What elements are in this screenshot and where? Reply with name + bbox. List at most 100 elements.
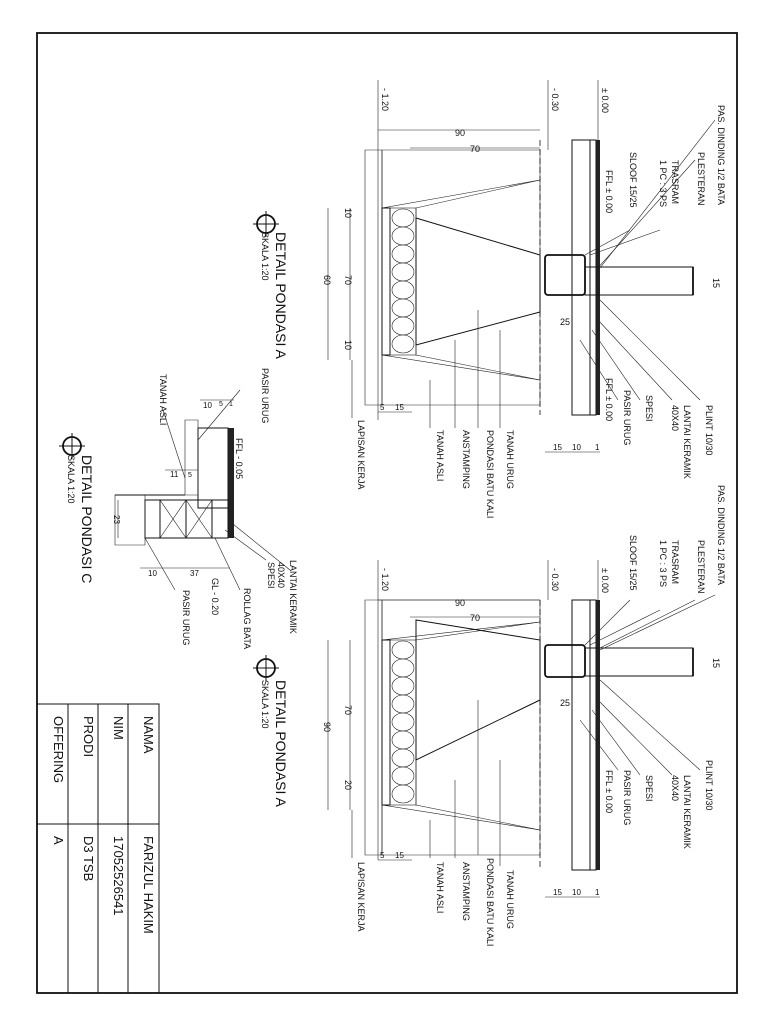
- dim-25-a1: 25: [560, 317, 570, 327]
- level-zero-a1: ± 0.00: [600, 88, 610, 113]
- label-tanah-asli-a1: TANAH ASLI: [435, 430, 445, 481]
- title-value-nim: 17052526541: [111, 836, 126, 916]
- label-plint-a2: PLINT 10/30: [704, 760, 714, 810]
- tanah-asli-hatch-upper: [381, 149, 541, 209]
- dim-5-a1: 5: [380, 403, 385, 412]
- label-plesteran-a1: PLESTERAN: [696, 152, 706, 206]
- ffl-a1-top: FFL ± 0.00: [604, 170, 614, 213]
- dim-15-a1-right: 15: [711, 278, 721, 288]
- title-detail-a2: DETAIL PONDASI A: [273, 680, 289, 807]
- label-plesteran-a2: PLESTERAN: [696, 540, 706, 594]
- title-value-prodi: D3 TSB: [81, 836, 96, 881]
- title-label-offering: OFFERING: [51, 716, 66, 783]
- detail-marker-a1: [253, 211, 279, 237]
- label-lantai-keramik-a2: LANTAI KERAMIK: [682, 775, 692, 849]
- detail-pondasi-c: 10 5 1 11 5 23 10 37 FFL - 0.05 GL - 0.2…: [59, 368, 298, 649]
- wall-dinding: [584, 266, 694, 296]
- label-trasram-a1: TRASRAM: [670, 160, 680, 204]
- detail-marker-a2: [253, 655, 279, 681]
- dim-15-a2-right: 15: [711, 658, 721, 668]
- ffl-a2: FFL ± 0.00: [604, 770, 614, 813]
- dim-5-a2: 5: [380, 851, 385, 860]
- dim-10-c-top: 10: [203, 401, 212, 410]
- dim-90-a2: 90: [455, 598, 465, 608]
- label-lapisan-kerja-a2: LAPISAN KERJA: [356, 862, 366, 932]
- scale-detail-a2: SKALA 1:20: [260, 680, 270, 729]
- title-value-offering: A: [51, 836, 66, 845]
- dim-1-a2: 1: [595, 888, 600, 897]
- title-label-nim: NIM: [111, 716, 126, 740]
- label-tanah-asli-c: TANAH ASLI: [158, 374, 168, 425]
- label-keramik-size-a2: 40X40: [670, 775, 680, 801]
- dim-90-a1: 90: [455, 128, 465, 138]
- label-lantai-keramik-a1: LANTAI KERAMIK: [682, 405, 692, 479]
- dim-5-c-top: 5: [219, 401, 223, 408]
- title-detail-c: DETAIL PONDASI C: [79, 455, 95, 583]
- title-label-nama: NAMA: [141, 716, 156, 754]
- label-trasram-mix-a2: 1 PC : 3 PS: [658, 540, 668, 587]
- title-detail-a1: DETAIL PONDASI A: [273, 232, 289, 359]
- title-block: NAMA NIM PRODI OFFERING FARIZUL HAKIM 17…: [36, 703, 160, 994]
- label-sloof-a2: SLOOF 15/25: [628, 535, 638, 591]
- dim-70-a2: 70: [470, 613, 480, 623]
- ffl-a1-bot: FFL ± 0.00: [604, 378, 614, 421]
- label-lantai-keramik-c: LANTAI KERAMIK: [288, 560, 298, 634]
- scale-detail-c: SKALA 1:20: [66, 455, 76, 504]
- label-tanah-asli-a2: TANAH ASLI: [435, 862, 445, 913]
- label-spesi-a1: SPESI: [644, 395, 654, 422]
- label-pasir-urug-c-bot: PASIR URUG: [181, 590, 191, 645]
- spesi-layer: [589, 139, 597, 416]
- label-sloof-a1: SLOOF 15/25: [628, 152, 638, 208]
- dim-20-a2: 20: [343, 780, 353, 790]
- label-plint-a1: PLINT 10/30: [704, 405, 714, 455]
- label-anstamping-a2: ANSTAMPING: [461, 862, 471, 921]
- dim-15-a1-bot: 15: [395, 403, 404, 412]
- sloof-beam: [544, 254, 586, 296]
- level-minus-120-a1: - 1.20: [380, 88, 390, 111]
- label-pondasi-batu-kali-a1: PONDASI BATU KALI: [485, 430, 495, 518]
- detail-pondasi-a-top: - 1.20 - 0.30 ± 0.00 90 70 10 70 10 60 2…: [253, 80, 726, 518]
- dim-90-a2-left: 90: [322, 722, 332, 732]
- dim-1-a1: 1: [595, 443, 600, 452]
- dim-37-c: 37: [190, 569, 199, 578]
- dim-11-c: 11: [170, 470, 179, 479]
- dim-1-c-top: 1: [229, 401, 233, 408]
- dim-25-a2: 25: [560, 698, 570, 708]
- level-zero-a2: ± 0.00: [600, 568, 610, 593]
- dim-15-a2-bot2: 15: [553, 888, 562, 897]
- label-lapisan-kerja-a1: LAPISAN KERJA: [356, 420, 366, 490]
- label-pasir-urug-a2: PASIR URUG: [622, 770, 632, 825]
- title-label-prodi: PRODI: [81, 716, 96, 757]
- dim-70-a2-left: 70: [343, 705, 353, 715]
- dim-60-a1: 60: [322, 275, 332, 285]
- lantai-keramik-layer: [596, 140, 600, 415]
- detail-marker-c: [59, 433, 85, 459]
- dim-5-c-mid: 5: [188, 472, 192, 479]
- level-ffl-005-c: FFL - 0.05: [234, 438, 244, 479]
- dim-10-c-bot: 10: [148, 569, 157, 578]
- label-tanah-urug-a1: TANAH URUG: [505, 430, 515, 489]
- label-spesi-c: SPESI: [266, 562, 276, 589]
- dim-10-a1-bot2: 10: [572, 443, 581, 452]
- label-tanah-urug-a2: TANAH URUG: [505, 870, 515, 929]
- label-rollag-bata-c: ROLLAG BATA: [242, 588, 252, 649]
- label-pasir-urug-c-top: PASIR URUG: [260, 368, 270, 423]
- anstamping-row: [389, 207, 417, 356]
- level-minus-030-a1: - 0.30: [550, 88, 560, 111]
- dim-10-a1-top: 10: [343, 208, 353, 218]
- level-minus-030-a2: - 0.30: [550, 568, 560, 591]
- label-trasram-mix-a1: 1 PC : 3 PS: [658, 160, 668, 207]
- sheet-border: [36, 32, 738, 994]
- title-value-nama: FARIZUL HAKIM: [141, 836, 156, 934]
- dim-10-a1-bot: 10: [343, 340, 353, 350]
- pasir-urug-layer: [571, 139, 591, 416]
- label-trasram-a2: TRASRAM: [670, 540, 680, 584]
- dim-10-a2-bot2: 10: [572, 888, 581, 897]
- detail-pondasi-a-bottom: - 1.20 - 0.30 ± 0.00 90 70 70 20 90 25 1…: [253, 485, 726, 946]
- sloof-beam-a2: [544, 644, 586, 678]
- label-pas-dinding-a2: PAS. DINDING 1/2 BATA: [716, 485, 726, 585]
- level-gl-020-c: GL - 0.20: [210, 578, 220, 615]
- scale-detail-a1: SKALA 1:20: [260, 232, 270, 281]
- level-minus-120-a2: - 1.20: [380, 568, 390, 591]
